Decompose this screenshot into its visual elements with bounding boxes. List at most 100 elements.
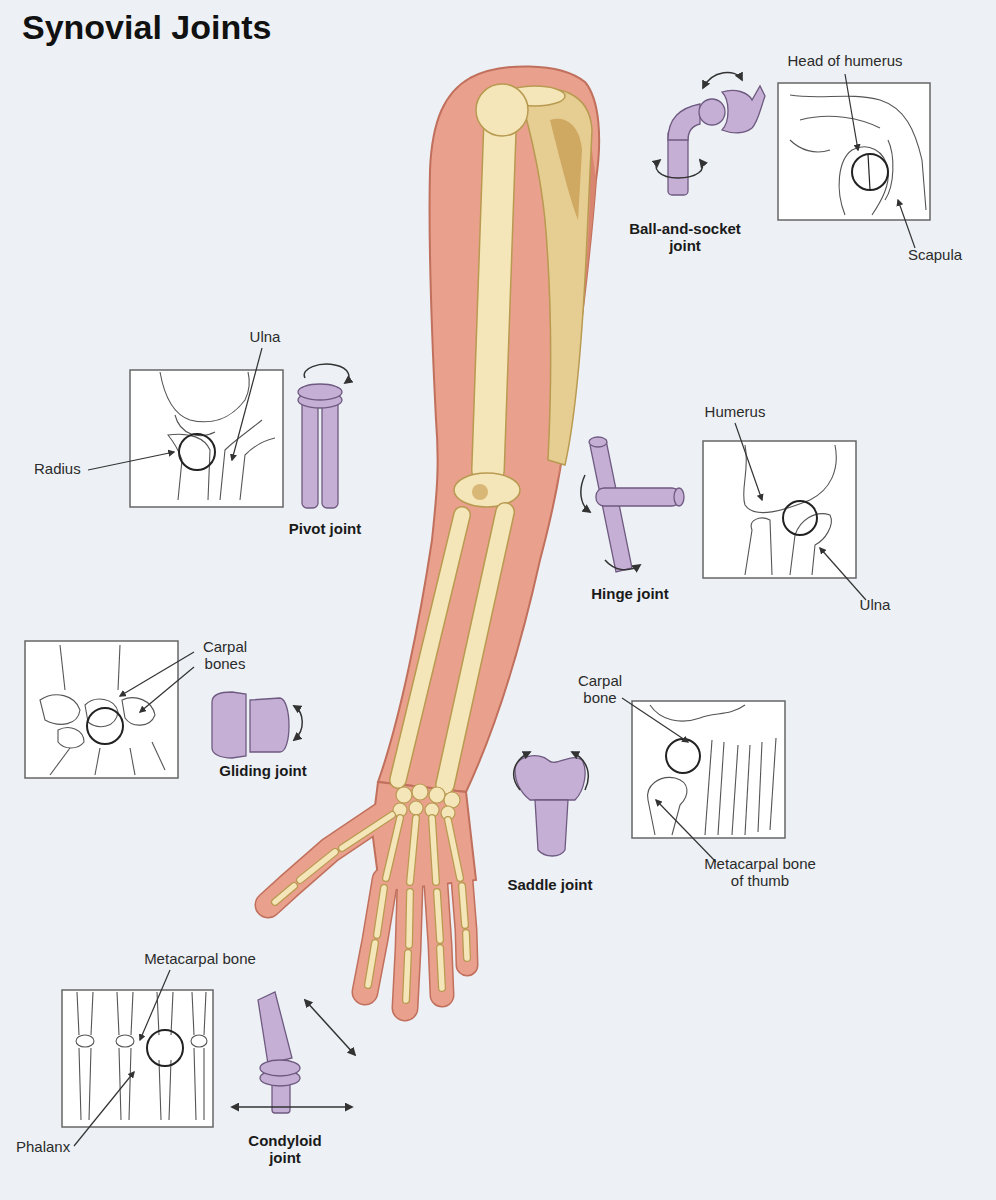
inset-sketch <box>705 740 712 835</box>
part-label: Radius <box>34 460 88 477</box>
inset-frame <box>130 370 283 507</box>
arm-bones <box>398 512 505 785</box>
joint-model <box>674 488 684 506</box>
inset-sketch <box>117 992 119 1035</box>
arm-bones <box>275 886 294 902</box>
part-label: Ulna <box>855 596 895 613</box>
joint-name: Ball-and-socket joint <box>620 220 750 255</box>
arm-bones <box>300 852 335 880</box>
joint-model <box>699 99 725 125</box>
leader-line <box>820 548 866 600</box>
arm-bones <box>393 784 460 820</box>
joint-circle <box>87 154 888 1066</box>
arm-bones <box>368 943 375 985</box>
arm-skin <box>268 815 467 1008</box>
joint-model <box>260 1060 300 1076</box>
inset-sketch <box>89 1048 91 1120</box>
inset-sketch <box>800 116 880 128</box>
inset-sketch <box>85 699 118 726</box>
inset-sketch <box>744 445 837 513</box>
diagram-title: Synovial Joints <box>22 8 271 47</box>
arm-bones <box>409 892 410 945</box>
inset-sketch <box>650 705 700 721</box>
arm-bones <box>488 125 500 470</box>
arm-bones <box>440 948 442 988</box>
motion-arrow <box>572 752 588 790</box>
arm-bones <box>476 84 528 136</box>
part-label: Phalanx <box>16 1138 76 1155</box>
joint-circle <box>666 739 700 773</box>
leader-line <box>74 74 915 1146</box>
joint-model <box>258 992 292 1064</box>
joint-model <box>298 384 342 400</box>
motion-arrow <box>514 752 530 790</box>
inset-sketch <box>885 140 893 200</box>
arm-bones <box>386 818 400 878</box>
arm-bones <box>429 787 445 803</box>
inset-frame <box>62 990 213 1127</box>
joint-model <box>322 400 338 508</box>
arm-skin <box>268 66 599 1008</box>
arm-bones <box>342 815 392 848</box>
inset-frame <box>25 83 930 1127</box>
inset-sketch <box>718 742 724 835</box>
inset-sketch <box>169 1060 171 1120</box>
joint-model <box>535 800 568 856</box>
leader-line <box>898 200 915 248</box>
arm-bones <box>409 801 423 815</box>
inset-frame <box>778 83 930 220</box>
leader-line <box>232 348 262 460</box>
inset-sketch <box>745 745 750 835</box>
inset-frame <box>703 441 856 578</box>
inset-sketch <box>76 1035 94 1047</box>
inset-sketch <box>60 645 65 690</box>
arm-bones <box>342 815 392 848</box>
arm-bones <box>368 943 375 985</box>
leader-line <box>656 800 716 862</box>
inset-sketch <box>790 95 926 210</box>
arm-bones <box>406 953 408 1000</box>
arm-bones <box>445 512 505 785</box>
arm-bones <box>472 484 488 500</box>
arm-skin <box>405 885 410 1008</box>
inset-sketch <box>159 1060 161 1120</box>
inset-sketch <box>122 698 155 725</box>
inset-sketch <box>790 140 830 152</box>
arm-bones <box>520 89 592 465</box>
arm-bones <box>462 886 465 925</box>
joint-name: Pivot joint <box>265 520 385 537</box>
motion-arrow <box>294 706 302 740</box>
inset-sketch <box>40 695 80 725</box>
inset-sketch <box>758 742 762 832</box>
inset-sketch <box>790 514 831 575</box>
arm-skin <box>405 885 410 1008</box>
arm-skin <box>436 885 442 995</box>
inset-sketch <box>79 1048 81 1120</box>
arm-bones <box>445 512 505 785</box>
joint-name: Hinge joint <box>570 585 690 602</box>
joint-name: Gliding joint <box>200 762 326 779</box>
arm-skin <box>365 880 385 992</box>
inset-sketch <box>119 1048 121 1120</box>
inset-sketch <box>152 742 165 770</box>
joint-model <box>212 86 765 1113</box>
arm-bones <box>386 818 400 878</box>
arm-bones <box>448 820 460 878</box>
arm-bones <box>437 892 440 940</box>
inset-frame <box>25 641 178 778</box>
arm-skin <box>365 880 385 992</box>
inset-sketch <box>91 992 93 1035</box>
arm-bones <box>466 933 467 958</box>
motion-arrow <box>232 1106 352 1108</box>
joint-model <box>515 756 585 800</box>
inset-sketch <box>129 1048 131 1120</box>
inset-sketch <box>745 518 772 575</box>
motion-arrow <box>656 160 702 178</box>
leader-line <box>120 652 194 696</box>
arm-bones <box>275 815 467 1000</box>
arm-bones <box>275 84 592 1000</box>
arm-bones <box>275 886 294 902</box>
arm-bones <box>462 886 465 925</box>
joint-model <box>250 698 289 752</box>
